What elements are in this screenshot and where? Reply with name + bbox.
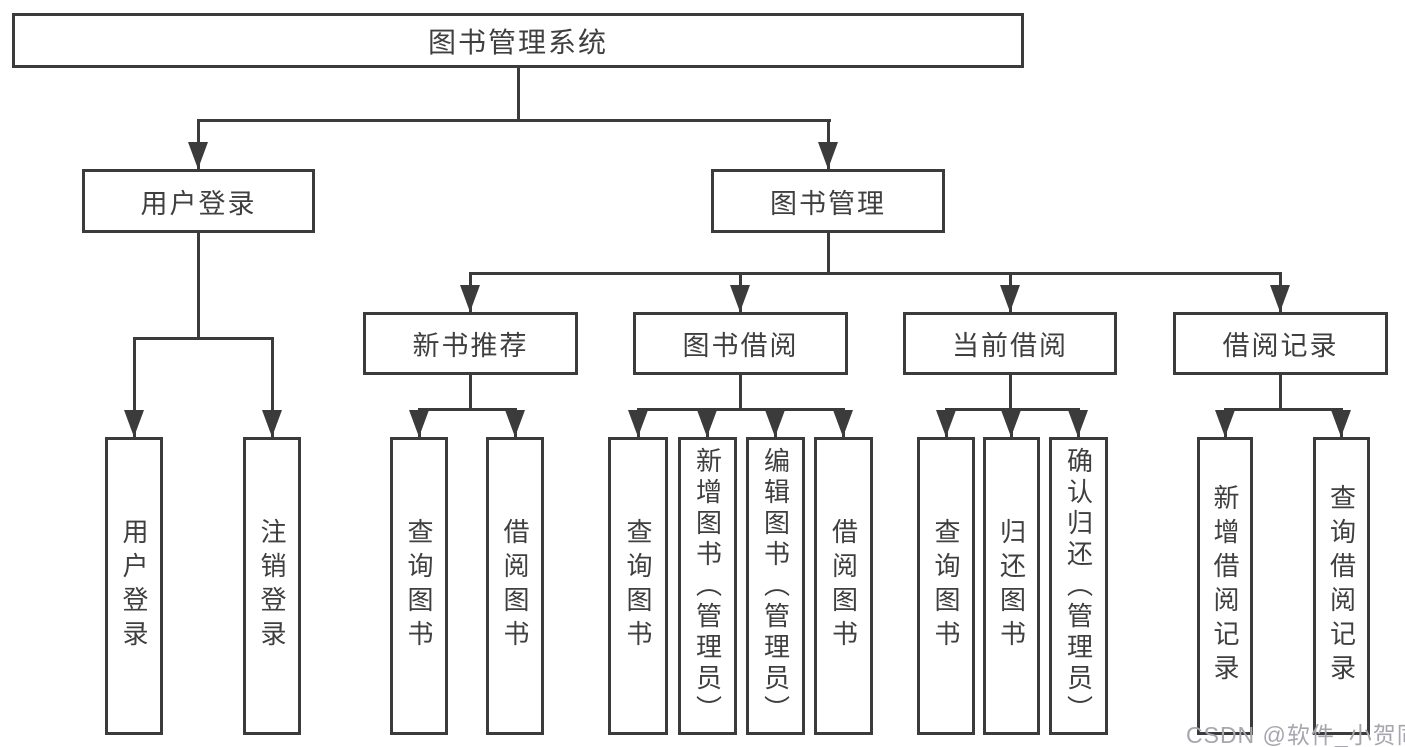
connector-line (637, 408, 845, 411)
leaf-newbooks-borrow: 借阅图书 (486, 437, 544, 735)
connector-line (133, 337, 136, 437)
arrow-down-icon (409, 410, 429, 437)
arrow-down-icon (697, 410, 717, 437)
leaf-borrow-edit-admin: 编辑图书（管理员） (746, 437, 805, 735)
node-book-management-label: 图书管理 (770, 188, 886, 219)
node-root-label: 图书管理系统 (427, 26, 608, 58)
arrow-down-icon (1068, 410, 1088, 437)
leaf-borrow-add-admin: 新增图书（管理员） (678, 437, 737, 735)
node-borrow-records: 借阅记录 (1173, 312, 1388, 375)
leaf-user-login: 用户登录 (105, 437, 163, 735)
node-root: 图书管理系统 (12, 13, 1024, 68)
node-book-management: 图书管理 (711, 169, 945, 233)
leaf-borrow-borrow: 借阅图书 (814, 437, 873, 735)
arrow-down-icon (936, 410, 956, 437)
arrow-down-icon (505, 410, 525, 437)
arrow-down-icon (1000, 285, 1020, 312)
arrow-down-icon (124, 410, 144, 437)
node-current-borrow: 当前借阅 (903, 312, 1117, 375)
connector-line (271, 337, 274, 437)
arrow-down-icon (628, 410, 648, 437)
node-book-borrow-label: 图书借阅 (682, 331, 799, 361)
arrow-down-icon (833, 410, 853, 437)
node-user-login-label: 用户登录 (140, 188, 257, 219)
node-user-login: 用户登录 (82, 169, 315, 233)
leaf-current-return: 归还图书 (983, 437, 1040, 735)
node-new-book-recommend: 新书推荐 (363, 312, 578, 375)
leaf-logout: 注销登录 (243, 437, 301, 735)
connector-line (197, 119, 831, 122)
arrow-down-icon (730, 285, 750, 312)
arrow-down-icon (1215, 410, 1235, 437)
node-book-borrow: 图书借阅 (633, 312, 848, 375)
leaf-records-query: 查询借阅记录 (1313, 437, 1370, 735)
watermark: CSDN @软件_小贺同学 (1186, 722, 1405, 747)
connector-line (1009, 375, 1012, 411)
arrow-down-icon (1270, 285, 1290, 312)
connector-line (827, 233, 830, 275)
connector-line (469, 272, 1282, 275)
arrow-down-icon (1331, 410, 1351, 437)
connector-line (197, 233, 200, 340)
leaf-current-query: 查询图书 (917, 437, 975, 735)
arrow-down-icon (188, 142, 208, 169)
connector-line (469, 375, 472, 411)
arrow-down-icon (765, 410, 785, 437)
node-borrow-records-label: 借阅记录 (1222, 331, 1339, 361)
leaf-current-confirm-admin: 确认归还（管理员） (1049, 437, 1108, 735)
arrow-down-icon (460, 285, 480, 312)
node-new-book-recommend-label: 新书推荐 (412, 331, 529, 361)
connector-line (1279, 375, 1282, 411)
connector-line (1224, 408, 1342, 411)
arrow-down-icon (262, 410, 282, 437)
leaf-records-add: 新增借阅记录 (1197, 437, 1253, 735)
connector-line (739, 375, 742, 411)
leaf-borrow-query: 查询图书 (608, 437, 668, 735)
node-current-borrow-label: 当前借阅 (952, 331, 1068, 361)
leaf-newbooks-query: 查询图书 (390, 437, 448, 735)
connector-line (133, 337, 274, 340)
arrow-down-icon (1001, 410, 1021, 437)
arrow-down-icon (818, 142, 838, 169)
connector-line (418, 408, 517, 411)
connector-line (517, 68, 520, 122)
